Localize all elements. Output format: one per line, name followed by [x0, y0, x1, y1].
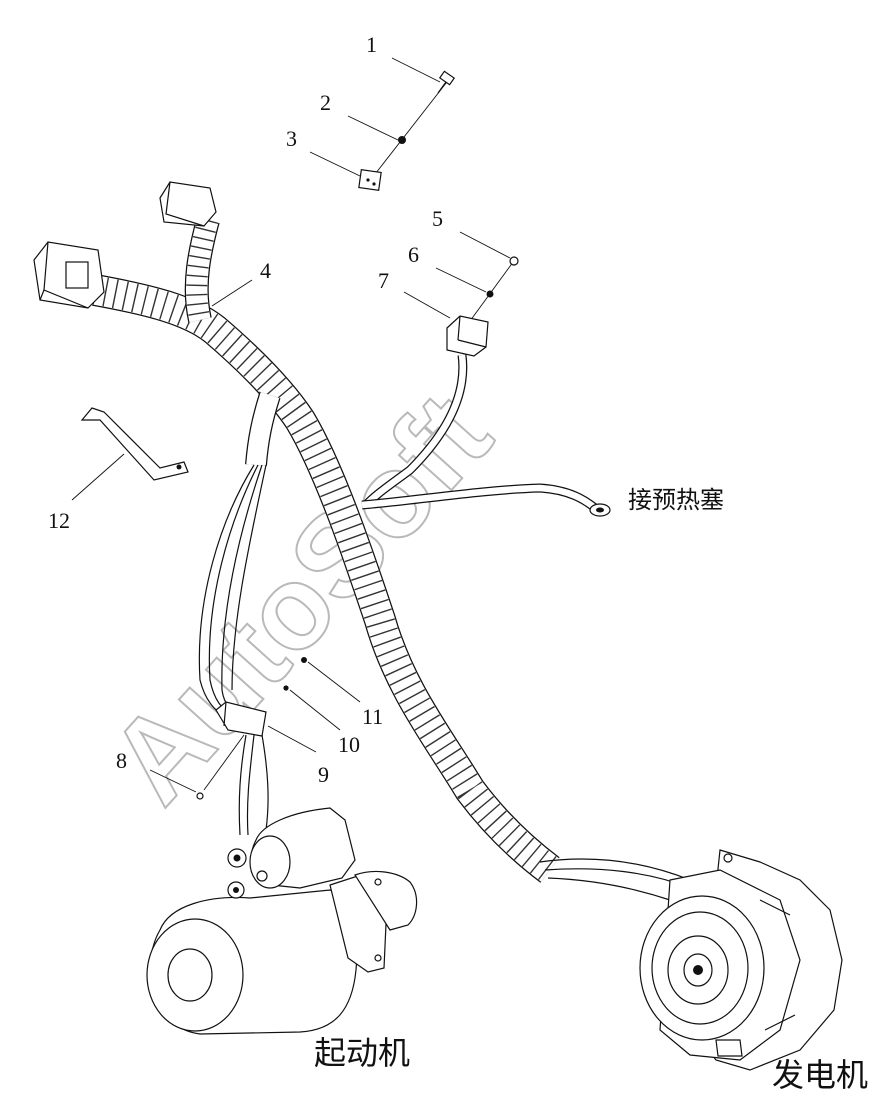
callout-3: 3 [286, 126, 297, 151]
harness-bracket [196, 657, 307, 800]
harness-connector-left [33, 241, 105, 309]
callout-2: 2 [320, 90, 331, 115]
callout-4: 4 [260, 258, 271, 283]
callout-9: 9 [318, 762, 329, 787]
callout-5: 5 [432, 206, 443, 231]
alternator [639, 849, 843, 1071]
callout-10: 10 [338, 732, 360, 757]
starter-annotation: 起动机 [314, 1034, 410, 1072]
leader-lines [71, 57, 511, 793]
callout-7: 7 [378, 268, 389, 293]
starter-motor [146, 807, 418, 1035]
bracket-12 [80, 407, 189, 481]
callout-numbers: 1 2 3 4 5 6 7 8 9 10 11 12 [48, 32, 443, 787]
harness-connector-top [159, 181, 217, 227]
glow-plug-annotation: 接预热塞 [628, 486, 724, 514]
callout-8: 8 [116, 748, 127, 773]
callout-12: 12 [48, 508, 70, 533]
screw-washer-block-group [446, 256, 519, 357]
alternator-wires [539, 858, 691, 901]
glow-plug-lead [361, 354, 611, 517]
bolt-washer-clip-group [358, 70, 456, 191]
callout-1: 1 [366, 32, 377, 57]
callout-11: 11 [362, 704, 383, 729]
alternator-annotation: 发电机 [772, 1056, 868, 1094]
callout-6: 6 [408, 242, 419, 267]
main-harness-sleeve [92, 216, 560, 883]
